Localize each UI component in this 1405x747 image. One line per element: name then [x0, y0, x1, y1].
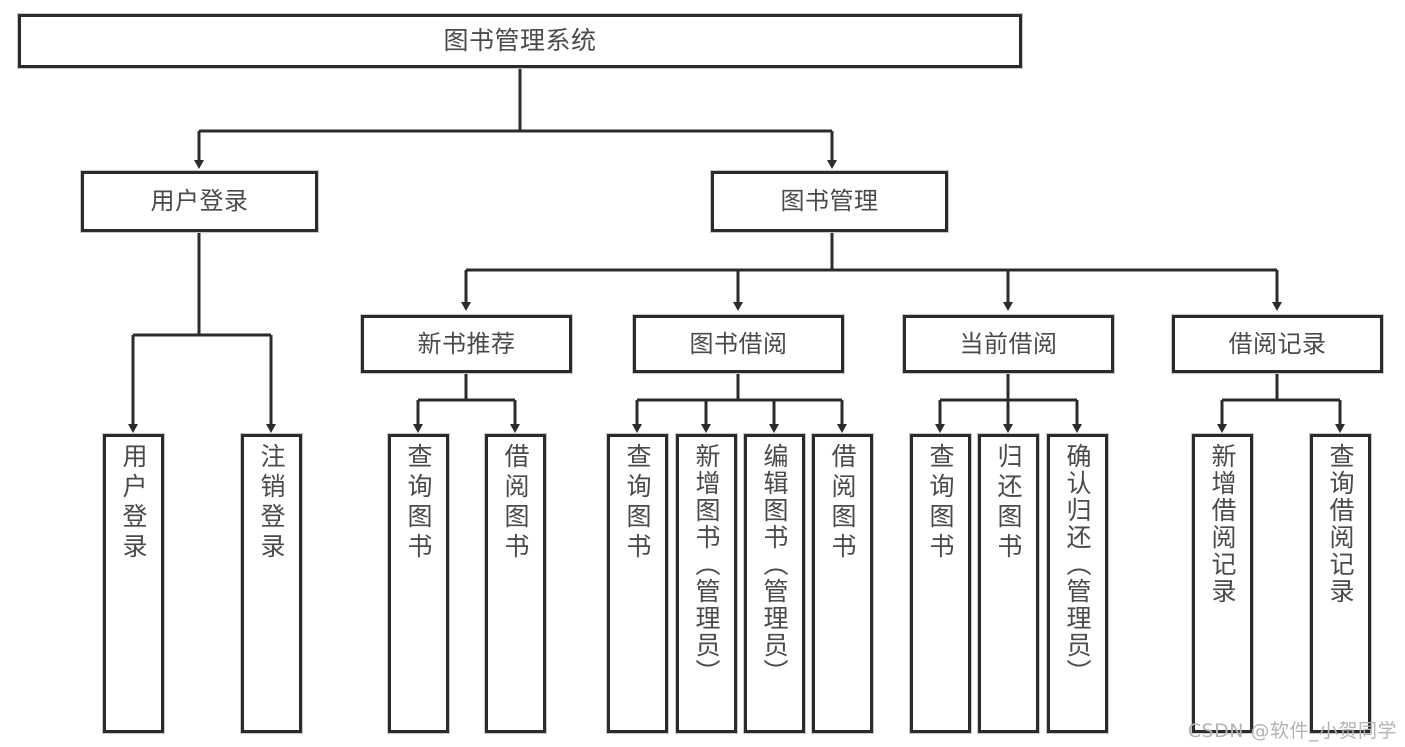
node-label: 借阅图书	[501, 443, 530, 563]
leaf-query-book-cb[interactable]: 查询图书	[910, 434, 971, 733]
node-label: 编辑图书（管理员）	[760, 443, 789, 686]
leaf-add-book-admin[interactable]: 新增图书（管理员）	[676, 434, 737, 733]
node-label: 查询借阅记录	[1326, 443, 1355, 605]
node-label: 图书管理	[780, 187, 879, 216]
leaf-user-login[interactable]: 用户登录	[103, 434, 164, 733]
leaf-add-borrow-record[interactable]: 新增借阅记录	[1192, 434, 1253, 733]
node-root-book-management-system[interactable]: 图书管理系统	[18, 14, 1022, 68]
leaf-borrow-book-bb[interactable]: 借阅图书	[812, 434, 873, 733]
node-label: 查询图书	[623, 443, 652, 563]
csdn-watermark: CSDN @软件_小贺同学	[1187, 720, 1397, 742]
leaf-return-book[interactable]: 归还图书	[978, 434, 1039, 733]
node-label: 借阅记录	[1228, 329, 1327, 358]
node-label: 新增借阅记录	[1208, 443, 1237, 605]
leaf-confirm-return-admin[interactable]: 确认归还（管理员）	[1047, 434, 1108, 733]
node-book-borrow[interactable]: 图书借阅	[633, 315, 844, 373]
node-label: 注销登录	[257, 443, 286, 563]
leaf-query-borrow-record[interactable]: 查询借阅记录	[1310, 434, 1371, 733]
node-label: 用户登录	[150, 187, 249, 216]
leaf-logout[interactable]: 注销登录	[241, 434, 302, 733]
node-label: 当前借阅	[959, 329, 1058, 358]
node-new-book-recommendation[interactable]: 新书推荐	[361, 315, 572, 373]
node-book-management[interactable]: 图书管理	[711, 171, 948, 232]
node-label: 查询图书	[404, 443, 433, 563]
node-current-borrow[interactable]: 当前借阅	[903, 315, 1114, 373]
leaf-borrow-book-nb[interactable]: 借阅图书	[485, 434, 546, 733]
node-label: 用户登录	[119, 443, 148, 563]
node-label: 借阅图书	[828, 443, 857, 563]
node-label: 新书推荐	[417, 329, 516, 358]
node-borrow-record[interactable]: 借阅记录	[1172, 315, 1383, 373]
node-label: 查询图书	[926, 443, 955, 563]
leaf-query-book-bb[interactable]: 查询图书	[607, 434, 668, 733]
node-user-login[interactable]: 用户登录	[81, 171, 318, 232]
node-label: 确认归还（管理员）	[1063, 443, 1092, 686]
node-label: 新增图书（管理员）	[692, 443, 721, 686]
node-label: 图书借阅	[689, 329, 788, 358]
leaf-edit-book-admin[interactable]: 编辑图书（管理员）	[744, 434, 805, 733]
node-label: 归还图书	[994, 443, 1023, 563]
leaf-query-book-nb[interactable]: 查询图书	[388, 434, 449, 733]
node-label: 图书管理系统	[443, 26, 597, 56]
